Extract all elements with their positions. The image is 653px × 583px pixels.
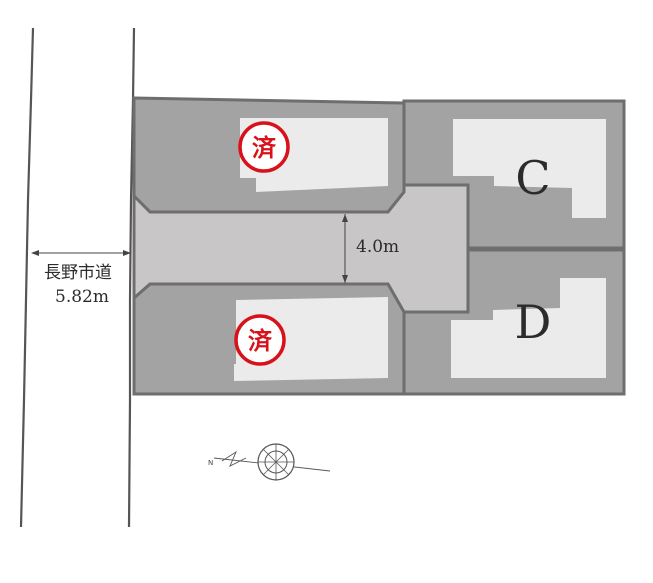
lot-d-label: D bbox=[515, 295, 552, 349]
road-name-label: 長野市道 bbox=[44, 263, 112, 283]
compass-arrow bbox=[221, 450, 247, 467]
arrow-up-icon bbox=[342, 214, 348, 222]
arrow-right-icon bbox=[123, 250, 131, 256]
sold-badge-ring bbox=[238, 121, 290, 173]
road-width-label: 5.82m bbox=[55, 287, 109, 307]
road-edge-right bbox=[127, 27, 136, 528]
road-edge-left bbox=[19, 27, 35, 528]
driveway-dimension: 4.0m bbox=[342, 214, 399, 283]
sold-badge-ring bbox=[234, 314, 286, 366]
sold-badge-top: 済 bbox=[238, 121, 290, 173]
sold-badge-bottom: 済 bbox=[234, 314, 286, 366]
sold-badge-text: 済 bbox=[248, 327, 273, 355]
sold-badge-text: 済 bbox=[252, 134, 277, 162]
arrow-down-icon bbox=[342, 275, 348, 283]
compass-rays bbox=[258, 444, 294, 480]
north-label: N bbox=[208, 459, 213, 467]
house-c bbox=[453, 119, 606, 218]
driveway-width-label: 4.0m bbox=[356, 237, 399, 257]
city-road bbox=[19, 27, 136, 528]
arrow-left-icon bbox=[31, 250, 39, 256]
shared-driveway bbox=[132, 183, 470, 314]
lot-c-label: C bbox=[515, 151, 550, 205]
road-dimension: 長野市道 5.82m bbox=[31, 250, 131, 307]
compass-icon: N bbox=[208, 443, 331, 481]
house-d bbox=[451, 278, 606, 378]
